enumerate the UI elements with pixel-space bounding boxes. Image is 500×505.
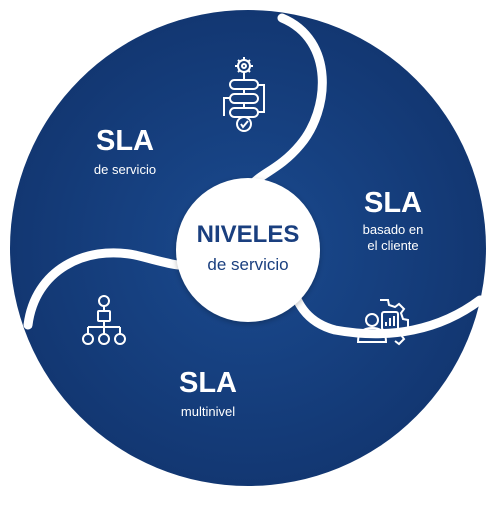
- center-circle: [176, 178, 320, 322]
- customer-gear-analytics-icon: [356, 299, 409, 346]
- divider-right: [287, 277, 485, 339]
- center-subtitle: de servicio: [207, 255, 288, 274]
- segment-servicio-subtitle: de servicio: [94, 162, 156, 177]
- center-title: NIVELES: [197, 221, 300, 248]
- hierarchy-icon: [82, 295, 126, 345]
- segment-cliente-subtitle-line1: basado en: [363, 222, 424, 237]
- segment-cliente-subtitle-line2: el cliente: [367, 238, 418, 253]
- segment-servicio: SLA de servicio: [94, 57, 265, 177]
- segment-cliente: SLA basado en el cliente: [356, 187, 424, 346]
- divider-top: [243, 13, 327, 200]
- process-flow-icon: [223, 57, 265, 132]
- segment-multinivel: SLA multinivel: [82, 295, 237, 419]
- segment-multinivel-title: SLA: [179, 367, 237, 399]
- segment-multinivel-subtitle: multinivel: [181, 404, 235, 419]
- segment-servicio-title: SLA: [96, 125, 154, 157]
- segment-cliente-title: SLA: [364, 187, 422, 219]
